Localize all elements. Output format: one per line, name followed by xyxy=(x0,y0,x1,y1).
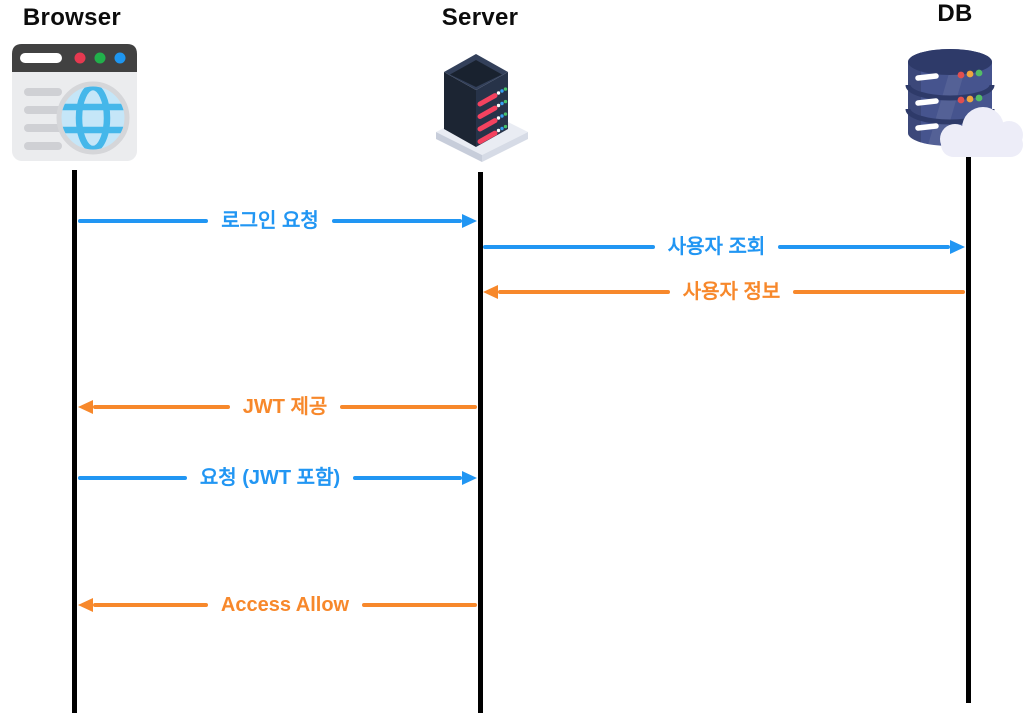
message-label: 요청 (JWT 포함) xyxy=(199,467,341,489)
message-label: 사용자 정보 xyxy=(682,281,781,303)
browser-lifeline xyxy=(72,170,77,713)
database-top xyxy=(908,49,992,75)
red-dot xyxy=(74,52,86,64)
server-slots xyxy=(477,87,508,144)
arrowhead-left-icon xyxy=(483,285,498,299)
server-rack-icon xyxy=(436,54,528,162)
server-lifeline xyxy=(478,172,483,713)
arrowhead-right-icon xyxy=(462,214,477,228)
message-request-with-jwt: 요청 (JWT 포함) xyxy=(78,466,478,490)
server-left-face xyxy=(444,72,476,147)
message-label: 로그인 요청 xyxy=(221,210,319,232)
message-user-lookup: 사용자 조회 xyxy=(483,235,965,259)
message-label: JWT 제공 xyxy=(242,396,328,418)
message-label: 사용자 조회 xyxy=(667,236,766,258)
status-dots xyxy=(957,69,983,104)
database-cloud-icon xyxy=(905,49,1023,157)
message-user-info: 사용자 정보 xyxy=(483,280,965,304)
address-bar xyxy=(20,53,62,63)
message-label: Access Allow xyxy=(220,594,350,616)
browser-window-icon xyxy=(12,44,137,161)
arrowhead-right-icon xyxy=(950,240,965,254)
message-login-request: 로그인 요청 xyxy=(78,209,477,233)
green-dot xyxy=(94,52,106,64)
arrowhead-right-icon xyxy=(462,471,478,485)
globe-icon xyxy=(56,81,130,155)
blue-dot xyxy=(114,52,126,64)
db-lifeline xyxy=(966,157,971,703)
arrowhead-left-icon xyxy=(78,598,93,612)
actor-title-db: DB xyxy=(937,0,973,27)
message-jwt-provide: JWT 제공 xyxy=(78,395,478,419)
message-access-allow: Access Allow xyxy=(78,593,478,617)
actor-title-server: Server xyxy=(441,4,519,31)
arrowhead-left-icon xyxy=(78,400,93,414)
actor-title-browser: Browser xyxy=(22,4,122,31)
cloud-icon xyxy=(940,107,1023,157)
